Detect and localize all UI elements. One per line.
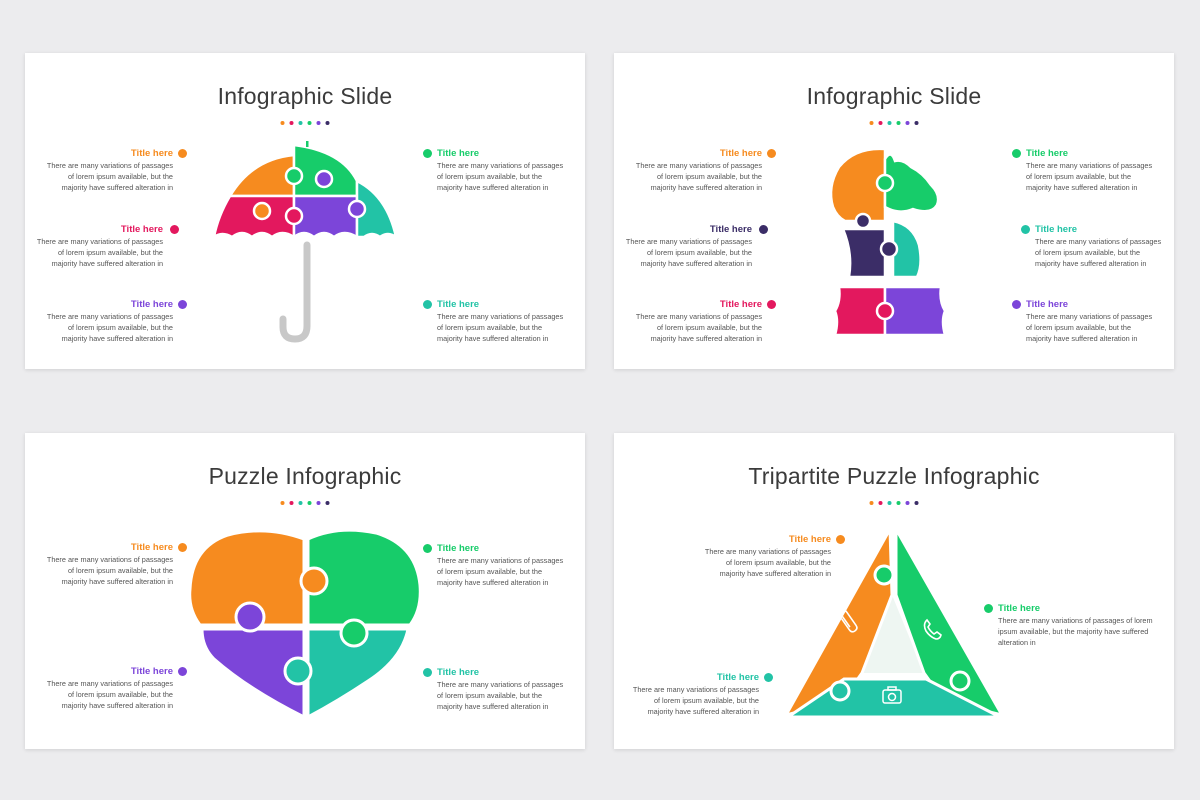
bullet-teal bbox=[423, 668, 432, 677]
bullet-navy bbox=[759, 225, 768, 234]
paperclip-icon bbox=[840, 609, 858, 633]
bullet-green bbox=[984, 604, 993, 613]
bullet-red bbox=[767, 300, 776, 309]
bullet-teal bbox=[423, 300, 432, 309]
bullet-teal bbox=[764, 673, 773, 682]
item-purple: Title here There are many variations of … bbox=[1026, 299, 1153, 343]
bullet-purple bbox=[178, 667, 187, 676]
item-purple: Title here There are many variations of … bbox=[46, 299, 173, 343]
item-teal: Title here There are many variations of … bbox=[632, 672, 759, 716]
color-dots bbox=[869, 121, 919, 125]
item-teal: Title here There are many variations of … bbox=[1035, 224, 1162, 268]
phone-icon bbox=[923, 618, 942, 640]
bullet-teal bbox=[1021, 225, 1030, 234]
bullet-green bbox=[423, 544, 432, 553]
bullet-green bbox=[423, 149, 432, 158]
item-orange: Title here There are many variations of … bbox=[704, 534, 831, 578]
slide-heart: Puzzle Infographic Title here There are … bbox=[25, 433, 585, 749]
item-red: Title here There are many variations of … bbox=[36, 224, 163, 268]
bullet-orange bbox=[178, 543, 187, 552]
bullet-purple bbox=[178, 300, 187, 309]
slide-title: Infographic Slide bbox=[217, 83, 393, 109]
item-teal: Title here There are many variations of … bbox=[437, 299, 564, 343]
color-dots bbox=[869, 501, 919, 505]
umbrella-graphic bbox=[212, 141, 398, 343]
bullet-red bbox=[170, 225, 179, 234]
slide-umbrella: Infographic Slide Title here There are m… bbox=[25, 53, 585, 369]
bullet-orange bbox=[178, 149, 187, 158]
item-green: Title here There are many variations of … bbox=[437, 543, 564, 587]
item-green: Title here There are many variations of … bbox=[437, 148, 564, 192]
slide-title: Infographic Slide bbox=[806, 83, 982, 109]
bullet-green bbox=[1012, 149, 1021, 158]
item-purple: Title here There are many variations of … bbox=[46, 666, 173, 710]
triangle-graphic bbox=[782, 523, 1006, 719]
item-teal: Title here There are many variations of … bbox=[437, 667, 564, 711]
item-orange: Title here There are many variations of … bbox=[46, 148, 173, 192]
camera-icon bbox=[882, 686, 902, 704]
item-orange: Title here There are many variations of … bbox=[635, 148, 762, 192]
item-red: Title here There are many variations of … bbox=[635, 299, 762, 343]
bullet-purple bbox=[1012, 300, 1021, 309]
heart-graphic bbox=[188, 528, 422, 720]
slide-title: Tripartite Puzzle Infographic bbox=[748, 463, 1040, 489]
slide-triangle: Tripartite Puzzle Infographic Title here… bbox=[614, 433, 1174, 749]
item-green: Title here There are many variations of … bbox=[998, 603, 1153, 647]
slide-title: Puzzle Infographic bbox=[208, 463, 402, 489]
slide-chess-knight: Infographic Slide Title here There are m… bbox=[614, 53, 1174, 369]
color-dots bbox=[280, 501, 330, 505]
chess-knight-graphic bbox=[829, 147, 947, 337]
item-navy: Title here There are many variations of … bbox=[625, 224, 752, 268]
color-dots bbox=[280, 121, 330, 125]
bullet-orange bbox=[836, 535, 845, 544]
bullet-orange bbox=[767, 149, 776, 158]
item-orange: Title here There are many variations of … bbox=[46, 542, 173, 586]
item-green: Title here There are many variations of … bbox=[1026, 148, 1153, 192]
